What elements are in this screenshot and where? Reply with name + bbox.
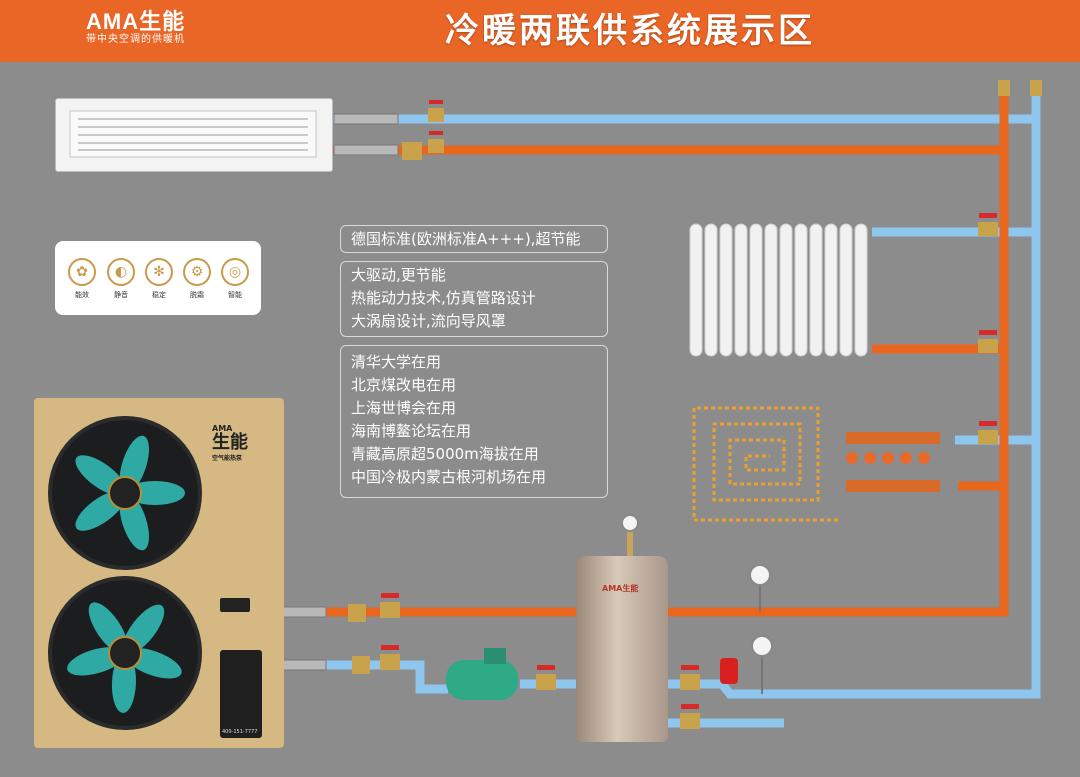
fan-bottom-icon <box>48 576 202 730</box>
badge-smart: ◎ 智能 <box>218 258 252 300</box>
fan-icon: ✻ <box>145 258 173 286</box>
info-line: 大涡扇设计,流向导风罩 <box>351 312 506 330</box>
vent-grille-icon <box>69 110 317 158</box>
floor-heating-coil <box>692 406 838 522</box>
info-line: 海南博鳌论坛在用 <box>351 422 472 440</box>
flex-hoses <box>281 113 399 671</box>
floor-heating-manifold <box>846 432 940 492</box>
smart-icon: ◎ <box>221 258 249 286</box>
unit-spec-panel: 400-151-7777 <box>220 650 262 738</box>
water-tank: AMA生能 <box>576 556 668 742</box>
badge-label: 稳定 <box>152 291 166 299</box>
filters <box>348 142 422 674</box>
unit-handle <box>220 598 250 612</box>
brand-logo: AMA生能 带中央空调的供暖机 <box>86 10 185 46</box>
badge-defrost: ⚙ 脱霜 <box>180 258 214 300</box>
info-line: 清华大学在用 <box>351 353 442 371</box>
info-line: 德国标准(欧洲标准A+++),超节能 <box>351 230 581 248</box>
info-line: 上海世博会在用 <box>351 399 457 417</box>
feature-badge-card: ✿ 能效 ◐ 静音 ✻ 稳定 ⚙ 脱霜 ◎ 智能 <box>55 241 261 315</box>
heat-pump-unit: 400-151-7777 <box>34 398 284 748</box>
info-line: 青藏高原超5000m海拔在用 <box>351 445 539 463</box>
brand-tagline: 带中央空调的供暖机 <box>86 34 185 45</box>
expansion-tank <box>720 658 738 684</box>
info-line: 中国冷极内蒙古根河机场在用 <box>351 468 547 486</box>
info-line: 热能动力技术,仿真管路设计 <box>351 289 536 307</box>
speaker-icon: ◐ <box>107 258 135 286</box>
badge-label: 脱霜 <box>190 291 204 299</box>
unit-logo-small: AMA <box>212 424 233 433</box>
tank-logo: AMA生能 <box>602 584 639 593</box>
badge-stable: ✻ 稳定 <box>142 258 176 300</box>
brand-name: AMA生能 <box>86 9 186 34</box>
usage-info-box: 清华大学在用 北京煤改电在用 上海世博会在用 海南博鳌论坛在用 青藏高原超500… <box>340 345 608 498</box>
badge-silent: ◐ 静音 <box>104 258 138 300</box>
unit-logo-main: 生能 <box>212 432 248 453</box>
badge-label: 能效 <box>75 291 89 299</box>
leaf-icon: ✿ <box>68 258 96 286</box>
info-line: 大驱动,更节能 <box>351 266 446 284</box>
fan-top-icon <box>48 416 202 570</box>
hotline-text: 400-151-7777 <box>222 729 258 735</box>
valves <box>380 80 1042 729</box>
header-bar: AMA生能 带中央空调的供暖机 冷暖两联供系统展示区 <box>0 0 1080 62</box>
tech-info-box: 大驱动,更节能 热能动力技术,仿真管路设计 大涡扇设计,流向导风罩 <box>340 261 608 337</box>
badge-efficiency: ✿ 能效 <box>65 258 99 300</box>
badge-label: 智能 <box>228 291 242 299</box>
info-line: 北京煤改电在用 <box>351 376 457 394</box>
circulation-pump <box>446 648 518 700</box>
gear-icon: ⚙ <box>183 258 211 286</box>
air-conditioning-vent <box>55 98 333 172</box>
page-title: 冷暖两联供系统展示区 <box>445 11 815 51</box>
badge-label: 静音 <box>114 291 128 299</box>
unit-logo: AMA 生能 空气能热泵 <box>212 424 272 462</box>
unit-logo-sub: 空气能热泵 <box>212 455 243 462</box>
pressure-gauges <box>621 514 773 657</box>
radiator <box>688 222 872 358</box>
standard-info-box: 德国标准(欧洲标准A+++),超节能 <box>340 225 608 253</box>
